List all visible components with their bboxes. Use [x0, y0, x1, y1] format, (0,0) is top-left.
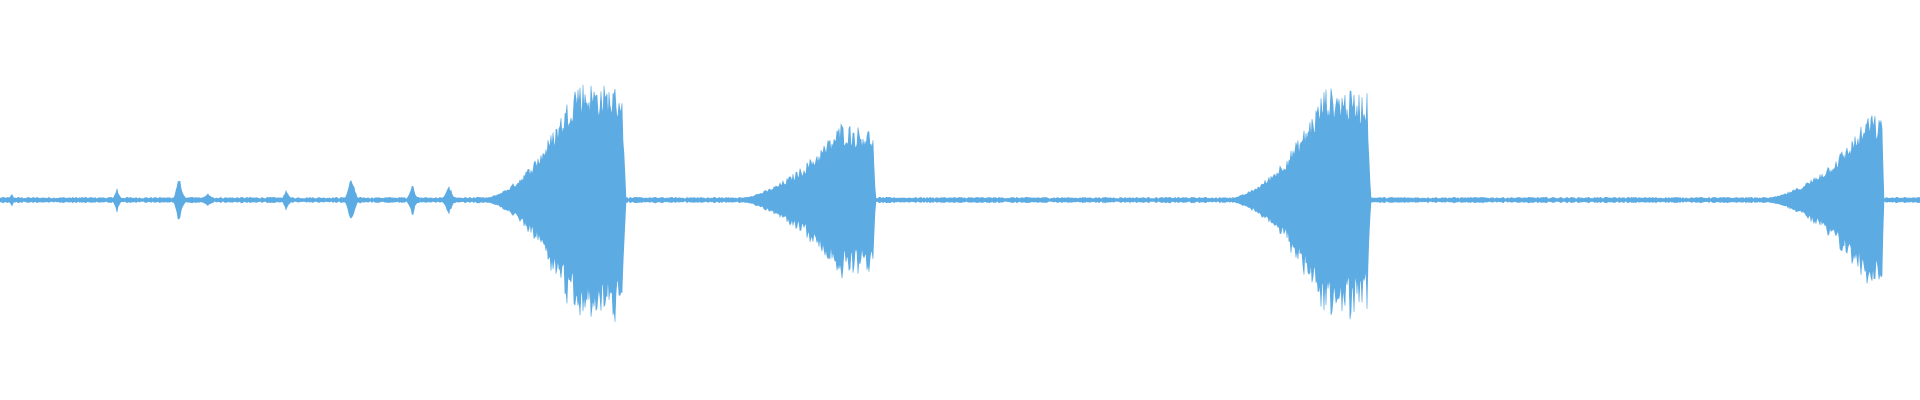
- waveform-envelope: [0, 84, 1920, 322]
